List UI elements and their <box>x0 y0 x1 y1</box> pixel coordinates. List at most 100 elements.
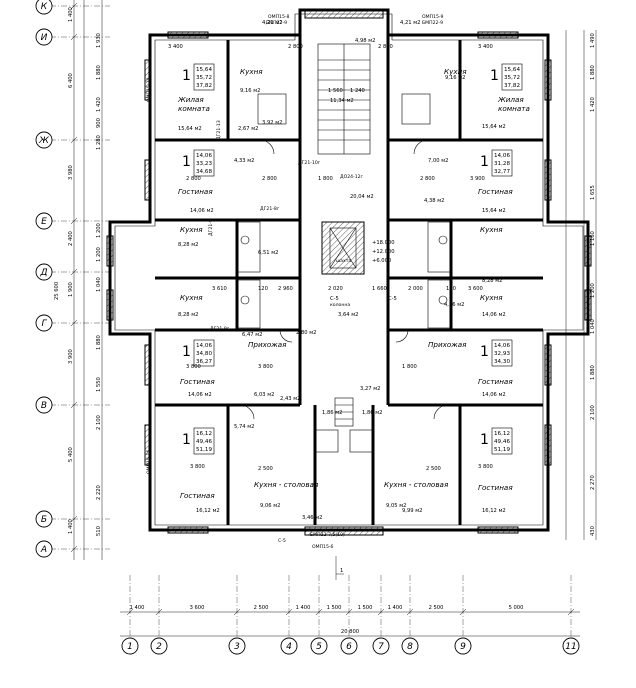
dim-tick <box>155 608 163 616</box>
apartment-area: 14,06 <box>494 343 510 349</box>
dim-left-total: 25 600 <box>54 282 60 300</box>
dim-left-inner: 1 200 <box>96 223 102 238</box>
apartment-area-box <box>491 149 513 177</box>
axis-label-И: И <box>41 33 48 43</box>
dim-tick <box>70 2 78 10</box>
stair-dim: 4,98 м2 <box>355 38 375 44</box>
dim-bottom: 3 600 <box>190 605 205 611</box>
small-area: 3,27 м2 <box>360 386 380 392</box>
dim-row: 2 800 <box>186 176 201 182</box>
room-name: Прихожая <box>248 340 287 349</box>
room-area: 9,05 м2 <box>386 503 406 509</box>
shaft-label: шахта <box>336 259 351 264</box>
axis-circle-Д <box>35 263 53 281</box>
dim-row: 2 500 <box>426 466 441 472</box>
dim-bottom: 1 500 <box>327 605 342 611</box>
small-area: 2,43 м2 <box>280 396 300 402</box>
elevator-level: +18.000 <box>372 240 395 246</box>
axis-circle-В <box>35 396 53 414</box>
axis-circle-5 <box>310 637 328 655</box>
dim-row: 2 500 <box>258 466 273 472</box>
dim-row: 3 800 <box>186 364 201 370</box>
axis-circle-8 <box>401 637 419 655</box>
element-tag: ОМП15-6 <box>312 544 334 550</box>
dim-left-outer: 5 400 <box>68 447 74 462</box>
apartment-number: 1 <box>480 432 489 448</box>
apartment-area: 15,64 <box>196 67 212 73</box>
axis-label-9: 9 <box>460 642 466 652</box>
dim-left-outer: 2 400 <box>68 231 74 246</box>
apartment-area: 34,80 <box>196 351 212 357</box>
dim-tick <box>70 545 78 553</box>
apartment-number: 1 <box>480 154 489 170</box>
small-area: 3,64 м2 <box>338 312 358 318</box>
apartment-area-box <box>193 149 215 177</box>
room-area: 14,06 м2 <box>190 208 214 214</box>
axis-label-Д: Д <box>39 268 47 278</box>
apartment-area: 16,12 <box>196 431 212 437</box>
dim-row: 3 800 <box>478 464 493 470</box>
room-area: 14,06 м2 <box>482 392 506 398</box>
apartment-area: 15,64 <box>504 67 520 73</box>
dim-tick <box>70 515 78 523</box>
axis-label-11: 11 <box>565 642 576 652</box>
axis-label-В: В <box>41 401 47 411</box>
apartment-area: 49,46 <box>196 439 212 445</box>
column-label: С-5 <box>388 296 397 302</box>
stair-dim-right: 1 240 <box>350 88 365 94</box>
element-tag: ОМП15-9 <box>422 14 444 20</box>
apartment-area: 35,72 <box>196 75 212 81</box>
apartment-area: 31,28 <box>494 161 510 167</box>
axis-circle-9 <box>454 637 472 655</box>
apartment-area: 33,23 <box>196 161 212 167</box>
dim-row: 2 800 <box>420 176 435 182</box>
mid-dim: 120 <box>446 286 456 292</box>
room-name: Кухня - столовая <box>254 480 319 489</box>
axis-circle-Б <box>35 510 53 528</box>
room-area: 8,28 м2 <box>178 312 198 318</box>
dim-right: 2 100 <box>590 405 596 420</box>
section-mark: 1 <box>340 568 343 574</box>
axis-circle-Ж <box>35 131 53 149</box>
room-name: Жилая <box>497 95 524 104</box>
dim-left-inner: 1 420 <box>96 97 102 112</box>
room-name: Кухня - столовая <box>384 480 449 489</box>
axis-label-Г: Г <box>41 319 47 329</box>
small-area: 6,51 м2 <box>258 250 278 256</box>
dim-bottom-total: 20 800 <box>341 629 359 635</box>
dim-right: 1 880 <box>590 65 596 80</box>
small-area: 2,80 м2 <box>296 330 316 336</box>
apartment-area-box <box>193 427 215 455</box>
mid-dim: 2 960 <box>278 286 293 292</box>
axis-grid-lines <box>50 5 572 638</box>
apartment-area: 34,68 <box>196 169 212 175</box>
element-tag: ДГ21-13 <box>216 120 222 140</box>
dim-bottom: 1 400 <box>130 605 145 611</box>
axis-circle-Г <box>35 314 53 332</box>
axis-label-К: К <box>41 2 48 12</box>
dim-row: 3 800 <box>258 364 273 370</box>
element-tag: ОМП15-15 <box>146 450 152 474</box>
room-area: 9,16 м2 <box>445 75 465 81</box>
mid-dim: 1 660 <box>372 286 387 292</box>
dim-tick <box>315 608 323 616</box>
element-tag: ДГ21-8г <box>260 206 280 212</box>
room-area: 9,06 м2 <box>260 503 280 509</box>
dim-tick <box>70 268 78 276</box>
element-tag: ОМП15-8 <box>268 14 290 20</box>
room-area: 16,12 м2 <box>482 508 506 514</box>
axis-label-3: 3 <box>234 642 240 652</box>
dim-left-inner: 2 100 <box>96 415 102 430</box>
apartment-area: 36,27 <box>196 359 212 365</box>
dim-bottom: 1 400 <box>388 605 403 611</box>
apartment-area-box <box>501 63 523 91</box>
dim-right: 2 270 <box>590 475 596 490</box>
dim-top: 2 800 <box>288 44 303 50</box>
dim-top: 3 400 <box>168 44 183 50</box>
mid-dim: 3 610 <box>212 286 227 292</box>
dim-row: 2 800 <box>262 176 277 182</box>
dim-right: 1 040 <box>590 319 596 334</box>
dim-left-outer: 1 400 <box>68 519 74 534</box>
dim-left-inner: 1 930 <box>96 33 102 48</box>
